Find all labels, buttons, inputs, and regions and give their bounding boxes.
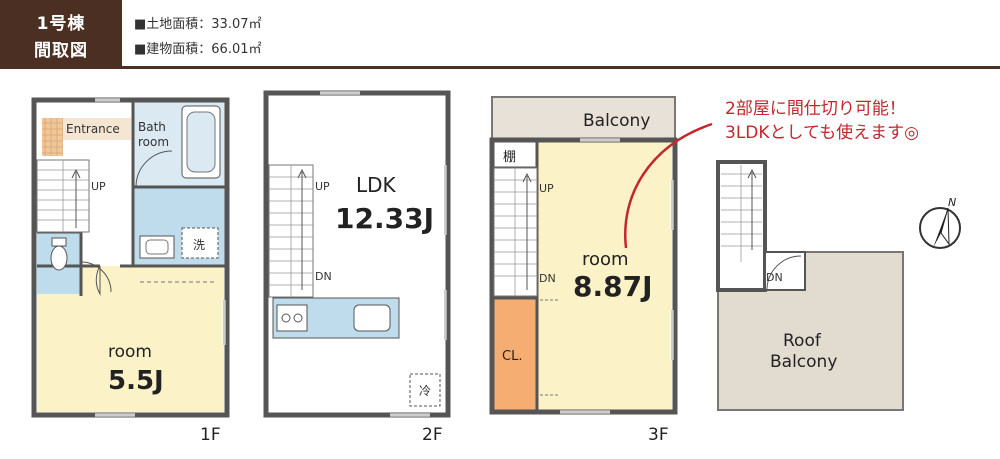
shelf-label: 棚: [503, 150, 516, 165]
callout-line-1: 2部屋に間仕切り可能！: [725, 99, 906, 119]
callout-line: [624, 122, 713, 249]
washer-label: 洗: [193, 238, 205, 252]
callout-line-2: 3LDKとしても使えます◎: [725, 122, 919, 143]
wash-basin-icon: [139, 235, 175, 259]
fridge-label: 冷: [419, 384, 431, 398]
bathtub-icon: [181, 105, 221, 179]
stairs-2f: [268, 164, 314, 298]
roof-floor: [716, 160, 904, 411]
building-area: ■建物面積：66.01㎡: [134, 42, 262, 57]
stairs-dn-3f: DN: [539, 272, 556, 285]
stairs-roof: [721, 165, 762, 262]
room-1f-size: 5.5J: [108, 366, 164, 396]
stairs-dn-2f: DN: [315, 270, 332, 283]
stairs-1f: [36, 159, 90, 233]
land-area: ■土地面積：33.07㎡: [134, 17, 262, 32]
closet-label: CL.: [502, 349, 522, 364]
stairs-3f: [493, 167, 538, 297]
floor-label-1f: 1F: [200, 425, 221, 445]
compass-icon: [919, 207, 961, 249]
roof-stair-hall: [716, 160, 767, 292]
floor-3f: [489, 96, 678, 415]
bath-door-swing: [135, 150, 173, 188]
room-3f-name: room: [582, 249, 629, 270]
stairs-up-3f: UP: [539, 182, 554, 195]
title-box: 1号棟 間取図: [0, 0, 122, 68]
roof-label-2: Balcony: [770, 352, 837, 372]
stairs-dn-roof: DN: [766, 271, 783, 284]
entrance-floor: [63, 118, 131, 140]
entrance-tile: [42, 118, 63, 156]
ldk-size: 12.33J: [335, 202, 434, 235]
balcony-label: Balcony: [583, 111, 650, 131]
toilet-door: [80, 261, 112, 293]
room-door: [95, 265, 101, 296]
roof-label-1: Roof: [783, 331, 822, 351]
floor-plan-title: 間取図: [34, 41, 88, 61]
header-divider: [0, 66, 1000, 69]
washer-space: [181, 227, 219, 259]
floor-1f: [31, 97, 230, 418]
entrance-label: Entrance: [66, 122, 120, 136]
room-3f-fill: [537, 140, 672, 412]
ldk-name: LDK: [356, 173, 397, 197]
floor-2f: [263, 90, 451, 418]
closet-fill: [494, 298, 537, 412]
room-1f-name: room: [108, 342, 152, 362]
fridge-space: [409, 373, 441, 407]
compass-north: N: [948, 196, 956, 209]
room-3f-size: 8.87J: [573, 270, 653, 303]
floor-label-3f: 3F: [648, 425, 669, 445]
stairs-up-2f: UP: [315, 180, 330, 193]
stairs-up-1f: UP: [91, 180, 106, 193]
bathroom-label-1: Bath: [138, 120, 166, 134]
building-name: 1号棟: [36, 14, 86, 34]
floor-label-2f: 2F: [422, 425, 443, 445]
toilet-icon: [50, 237, 68, 271]
kitchen-counter: [272, 297, 400, 339]
balcony-3f: [491, 96, 676, 141]
bathroom-label-2: room: [138, 135, 169, 149]
